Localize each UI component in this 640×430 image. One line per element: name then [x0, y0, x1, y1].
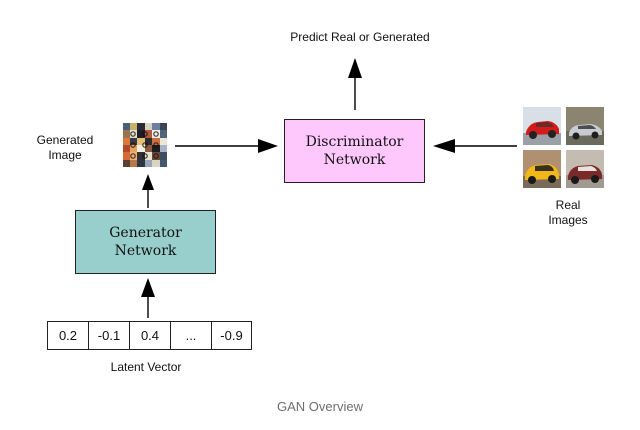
latent-vector: 0.2 -0.1 0.4 ... -0.9	[47, 321, 252, 350]
arrow-generator-to-image	[142, 174, 154, 208]
figure-caption: GAN Overview	[277, 399, 363, 414]
latent-cell: -0.9	[211, 321, 252, 350]
arrow-latent-to-generator	[141, 278, 155, 318]
latent-cell: 0.2	[47, 321, 89, 350]
discriminator-line2: Network	[323, 152, 386, 168]
real-images-label-line1: Real	[555, 198, 581, 212]
real-images-label: Real Images	[533, 198, 603, 228]
latent-cell: 0.4	[129, 321, 171, 350]
discriminator-network-box: Discriminator Network	[284, 119, 425, 183]
latent-vector-label: Latent Vector	[110, 360, 182, 374]
real-images-label-line2: Images	[548, 213, 588, 227]
arrow-real-to-discriminator	[433, 139, 517, 153]
arrow-to-prediction	[348, 58, 362, 110]
latent-cell: ...	[170, 321, 212, 350]
discriminator-line1: Discriminator	[305, 134, 404, 150]
generated-image-label: Generated Image	[30, 133, 100, 163]
generated-image-label-line2: Image	[48, 148, 82, 162]
prediction-label: Predict Real or Generated	[290, 30, 430, 44]
generated-image-label-line1: Generated	[36, 133, 94, 147]
real-image-red-car	[523, 107, 561, 145]
generator-line1: Generator	[109, 225, 182, 241]
generator-line2: Network	[114, 243, 177, 259]
arrow-generated-to-discriminator	[175, 139, 278, 153]
real-image-yellow-car	[523, 150, 561, 188]
generator-network-box: Generator Network	[75, 210, 216, 274]
latent-cell: -0.1	[88, 321, 130, 350]
real-image-silver-car	[566, 107, 604, 145]
real-image-maroon-car	[566, 150, 604, 188]
generated-image-thumbnail	[123, 123, 167, 167]
